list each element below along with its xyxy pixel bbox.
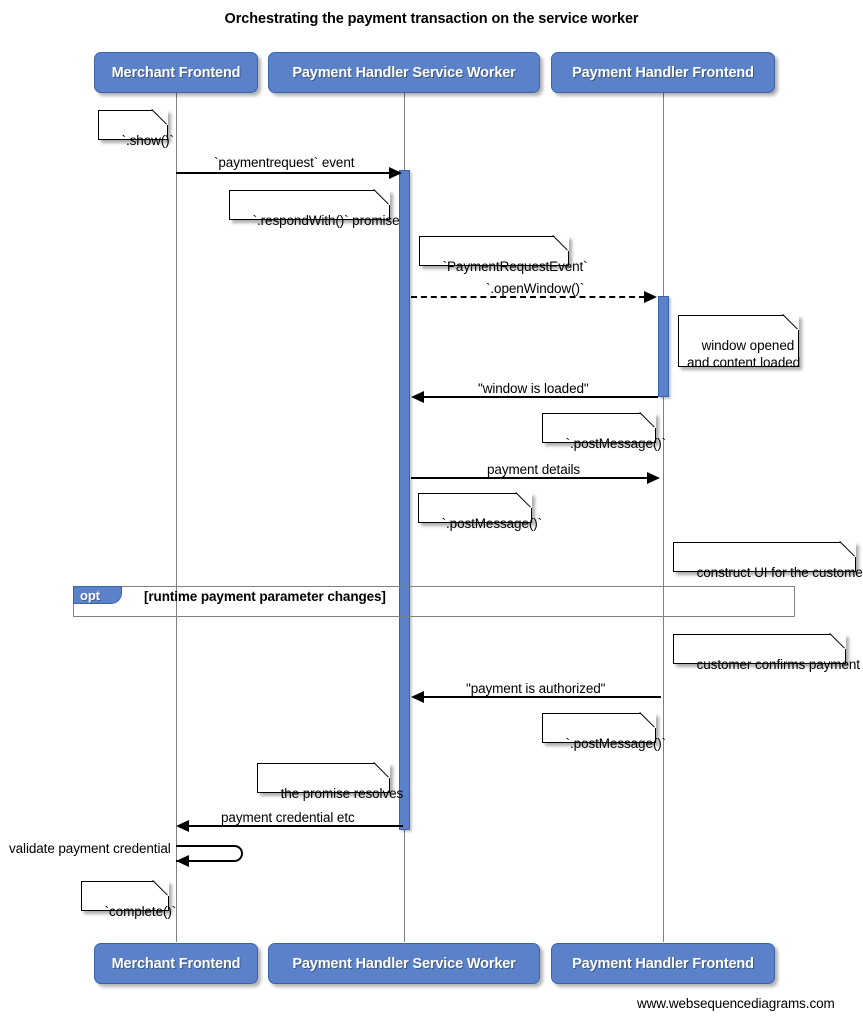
note-postmessage-2: `.postMessage()` xyxy=(418,493,542,531)
message-arrowhead-payment-credential-etc xyxy=(176,820,189,832)
message-line-window-is-loaded xyxy=(423,396,658,398)
note-customer-confirms-payment: customer confirms payment xyxy=(673,634,860,672)
message-arrowhead-paymentrequest-event xyxy=(389,167,402,179)
footer-watermark: www.websequencediagrams.com xyxy=(637,996,835,1011)
message-arrowhead-payment-details xyxy=(647,472,660,484)
note-text: `.postMessage()` xyxy=(565,736,667,751)
participant-service-worker-top[interactable]: Payment Handler Service Worker xyxy=(268,52,540,93)
note-the-promise-resolves: the promise resolves xyxy=(257,763,403,801)
message-label-payment-credential-etc: payment credential etc xyxy=(221,810,355,825)
lifeline-payment-handler-frontend xyxy=(663,93,664,942)
lifeline-merchant xyxy=(176,93,177,942)
message-line-paymentrequest-event xyxy=(176,172,391,174)
note-postmessage-1: `.postMessage()` xyxy=(542,413,666,451)
message-line-openwindow xyxy=(411,296,645,298)
participant-label: Merchant Frontend xyxy=(111,955,241,972)
participant-label: Payment Handler Service Worker xyxy=(292,64,516,81)
fragment-opt-condition: [runtime payment parameter changes] xyxy=(144,589,386,604)
note-paymentrequestevent: `PaymentRequestEvent` xyxy=(419,236,588,274)
note-text: `.postMessage()` xyxy=(565,436,667,451)
message-label-payment-details: payment details xyxy=(487,462,581,477)
message-line-payment-details xyxy=(411,477,648,479)
message-arrowhead-payment-is-authorized xyxy=(411,691,424,703)
note-text: the promise resolves xyxy=(280,786,404,801)
note-complete: `complete()` xyxy=(81,881,176,919)
message-arrowhead-openwindow xyxy=(644,291,657,303)
note-text: window opened and content loaded xyxy=(687,338,801,370)
note-fold-corner-icon xyxy=(841,542,856,557)
note-fold-corner-icon xyxy=(517,493,532,508)
note-postmessage-3: `.postMessage()` xyxy=(542,713,666,751)
message-label-payment-is-authorized: "payment is authorized" xyxy=(466,681,606,696)
note-text: `.show()` xyxy=(121,133,174,148)
self-message-arrowhead-validate-payment-credential xyxy=(176,855,189,867)
note-fold-corner-icon xyxy=(375,763,390,778)
message-label-window-is-loaded: "window is loaded" xyxy=(478,381,589,396)
message-label-openwindow: `.openWindow()` xyxy=(486,281,585,296)
note-show: `.show()` xyxy=(98,110,174,148)
participant-merchant-frontend-top[interactable]: Merchant Frontend xyxy=(94,52,258,93)
message-label-validate-payment-credential: validate payment credential xyxy=(9,841,171,856)
message-arrowhead-window-is-loaded xyxy=(411,391,424,403)
activation-bar-payment-handler-frontend xyxy=(658,296,669,397)
note-text: construct UI for the customer xyxy=(696,565,863,580)
note-text: `.postMessage()` xyxy=(441,516,543,531)
self-message-loop-validate-payment-credential xyxy=(176,845,243,862)
note-fold-corner-icon xyxy=(154,881,169,896)
participant-payment-handler-frontend-bottom[interactable]: Payment Handler Frontend xyxy=(551,943,775,984)
note-window-opened-content-loaded: window opened and content loaded xyxy=(678,315,801,370)
note-fold-corner-icon xyxy=(375,190,390,205)
note-text: customer confirms payment xyxy=(696,657,860,672)
participant-label: Payment Handler Frontend xyxy=(572,955,754,972)
page-title: Orchestrating the payment transaction on… xyxy=(224,11,639,27)
note-fold-corner-icon xyxy=(153,110,168,125)
note-fold-corner-icon xyxy=(831,634,846,649)
message-line-payment-credential-etc xyxy=(188,825,403,827)
note-fold-corner-icon xyxy=(784,315,799,330)
note-fold-corner-icon xyxy=(641,413,656,428)
activation-bar-service-worker xyxy=(399,170,410,830)
note-construct-ui-for-customer: construct UI for the customer xyxy=(673,542,863,580)
note-fold-corner-icon xyxy=(641,713,656,728)
note-text: `PaymentRequestEvent` xyxy=(442,259,588,274)
participant-service-worker-bottom[interactable]: Payment Handler Service Worker xyxy=(268,943,540,984)
message-line-payment-is-authorized xyxy=(423,696,661,698)
fragment-opt-tag: opt xyxy=(73,586,122,604)
note-fold-corner-icon xyxy=(554,236,569,251)
note-text: `complete()` xyxy=(104,904,177,919)
participant-label: Payment Handler Frontend xyxy=(572,64,754,81)
participant-merchant-frontend-bottom[interactable]: Merchant Frontend xyxy=(94,943,258,984)
note-respondwith-promise: `.respondWith()` promise xyxy=(229,190,400,228)
participant-label: Merchant Frontend xyxy=(111,64,241,81)
note-text: `.respondWith()` promise xyxy=(252,213,400,228)
fragment-tag-label: opt xyxy=(80,587,100,603)
participant-label: Payment Handler Service Worker xyxy=(292,955,516,972)
message-label-paymentrequest-event: `paymentrequest` event xyxy=(214,155,355,170)
participant-payment-handler-frontend-top[interactable]: Payment Handler Frontend xyxy=(551,52,775,93)
